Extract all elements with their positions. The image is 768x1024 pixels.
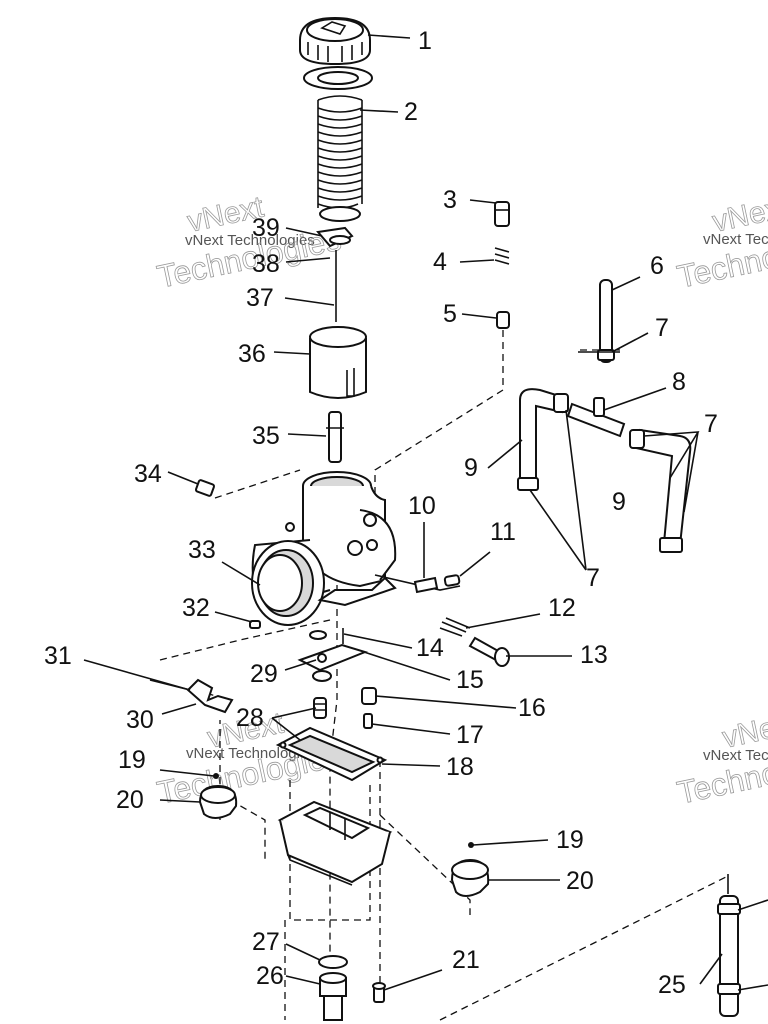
callout-labels: 1 2 3 4 5 6 7 8 7 9 9 10 11 7 12 13 14 1… — [44, 27, 718, 999]
callout-28: 28 — [236, 704, 264, 732]
part-vent-spring — [494, 247, 510, 265]
part-clip-30 — [149, 678, 234, 714]
part-cap-left — [198, 773, 238, 819]
callout-31: 31 — [44, 642, 72, 670]
watermark-small: vNext Technologies — [703, 231, 768, 248]
part-vent-cap — [496, 311, 510, 329]
callout-39: 39 — [252, 214, 280, 242]
watermark-right-mid: vNext vNext Technologies Technologies — [674, 706, 768, 811]
callout-21: 21 — [452, 946, 480, 974]
part-spring — [317, 95, 363, 222]
part-needle-jet — [326, 411, 344, 463]
part-tee-fitting — [566, 397, 626, 438]
callout-17: 17 — [456, 721, 484, 749]
callout-6: 6 — [650, 252, 664, 280]
part-drain-plug — [318, 955, 348, 1021]
part-idle-screw — [439, 617, 510, 667]
callout-2: 2 — [404, 98, 418, 126]
watermark-left: vNext vNext Technologies Technologies — [154, 190, 345, 295]
callout-15: 15 — [456, 666, 484, 694]
part-top-cap — [299, 16, 371, 66]
callout-19b: 19 — [556, 826, 584, 854]
callout-16: 16 — [518, 694, 546, 722]
watermark-right-top: vNext vNext Technologies Technologies — [674, 190, 768, 295]
part-float-valve-plate — [297, 628, 369, 682]
callout-36: 36 — [238, 340, 266, 368]
callout-27: 27 — [252, 928, 280, 956]
part-pilot-screw — [413, 574, 461, 594]
watermark-small: vNext Technologies — [703, 747, 768, 764]
callout-7b: 7 — [704, 410, 718, 438]
callout-11: 11 — [490, 518, 516, 546]
part-cap-right — [450, 842, 490, 897]
watermark-small: vNext Technologies — [186, 745, 316, 762]
callout-25: 25 — [658, 971, 686, 999]
part-vent-fitting — [494, 201, 510, 227]
callout-29: 29 — [250, 660, 278, 688]
callout-7c: 7 — [586, 564, 600, 592]
callout-20b: 20 — [566, 867, 594, 895]
part-lower-tube — [717, 874, 768, 1017]
callout-32: 32 — [182, 594, 210, 622]
part-float-bowl — [277, 800, 393, 886]
part-carburetor-body — [251, 471, 461, 626]
callout-20a: 20 — [116, 786, 144, 814]
callout-10: 10 — [408, 492, 436, 520]
part-small-plug — [194, 479, 216, 497]
callout-9b: 9 — [612, 488, 626, 516]
callout-19a: 19 — [118, 746, 146, 774]
callout-3: 3 — [443, 186, 457, 214]
callout-7a: 7 — [655, 314, 669, 342]
part-hose-left — [517, 388, 569, 491]
part-bowl-gasket — [275, 726, 388, 782]
leader-lines — [83, 34, 723, 991]
part-bowl-screw — [372, 982, 386, 1003]
callout-33: 33 — [188, 536, 216, 564]
part-screw-32 — [249, 620, 261, 629]
callout-5: 5 — [443, 300, 457, 328]
watermark-small: vNext Technologies — [185, 232, 315, 249]
callout-9a: 9 — [464, 454, 478, 482]
part-needle-clip — [316, 226, 354, 248]
callout-37: 37 — [246, 284, 274, 312]
callout-26: 26 — [256, 962, 284, 990]
callout-1: 1 — [418, 27, 432, 55]
callout-13: 13 — [580, 641, 608, 669]
callout-8: 8 — [672, 368, 686, 396]
part-hose-right — [629, 428, 692, 553]
callout-30: 30 — [126, 706, 154, 734]
callout-34: 34 — [134, 460, 162, 488]
callout-12: 12 — [548, 594, 576, 622]
part-pilot-jet — [361, 687, 377, 729]
callout-38: 38 — [252, 250, 280, 278]
part-throttle-slide — [309, 326, 367, 399]
callout-14: 14 — [416, 634, 444, 662]
callout-18: 18 — [446, 753, 474, 781]
part-vent-tube — [578, 279, 620, 363]
part-cap-washer — [303, 66, 373, 90]
callout-35: 35 — [252, 422, 280, 450]
callout-4: 4 — [433, 248, 447, 276]
